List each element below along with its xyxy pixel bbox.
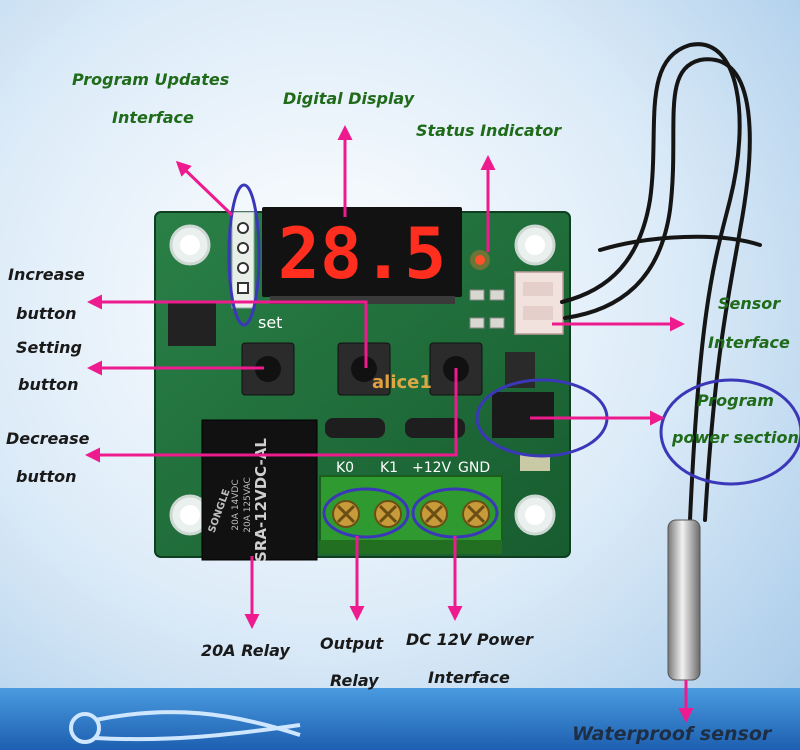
label-20a-relay: 20A Relay <box>201 641 290 660</box>
callout-arrows <box>85 125 694 723</box>
label-output-relay-1: Output <box>320 634 384 653</box>
label-setting-2: button <box>18 375 79 394</box>
label-sensor-2: Interface <box>708 333 790 352</box>
voltage-regulator <box>492 392 554 438</box>
program-header <box>231 211 255 309</box>
display-housing <box>262 207 462 297</box>
label-digital-display: Digital Display <box>283 89 415 108</box>
label-program-power-1: Program <box>697 391 774 410</box>
relay-rating-dc: 20A 14VDC <box>231 479 241 530</box>
pcb-board: 28.5 set <box>154 207 571 562</box>
status-led <box>475 255 485 265</box>
label-program-power-2: power section <box>672 428 799 447</box>
display-digits: 28.5 <box>278 213 447 295</box>
label-sensor-1: Sensor <box>718 294 781 313</box>
terminal-label-12v: +12V <box>412 460 452 476</box>
label-decrease-2: button <box>16 467 77 486</box>
label-decrease-1: Decrease <box>6 429 90 448</box>
terminal-block <box>319 475 503 554</box>
waterproof-probe <box>667 519 701 681</box>
label-increase-1: Increase <box>8 265 85 284</box>
label-setting-1: Setting <box>16 338 82 357</box>
label-program-updates-2: Interface <box>112 108 194 127</box>
label-program-updates-1: Program Updates <box>72 70 230 89</box>
set-label: set <box>258 313 282 332</box>
label-increase-2: button <box>16 304 77 323</box>
terminal-label-k0: K0 <box>336 460 354 476</box>
label-dc-power-1: DC 12V Power <box>406 630 534 649</box>
label-status-indicator: Status Indicator <box>416 121 562 140</box>
setting-button[interactable] <box>241 342 295 396</box>
scissors-icon <box>69 710 301 744</box>
relay-block: SRA-12VDC-AL 20A 14VDC 20A 125VAC SONGLE <box>201 419 318 562</box>
relay-model-text: SRA-12VDC-AL <box>252 438 270 562</box>
label-output-relay-2: Relay <box>330 671 379 690</box>
relay-rating-ac: 20A 125VAC <box>243 477 253 533</box>
terminal-label-k1: K1 <box>380 460 398 476</box>
label-waterproof-sensor: Waterproof sensor <box>572 723 772 745</box>
sensor-cable <box>560 42 762 522</box>
sensor-connector <box>514 271 564 335</box>
label-dc-power-2: Interface <box>428 668 510 687</box>
watermark-text: alice1 <box>372 372 432 393</box>
mcu-chip <box>168 302 216 346</box>
increase-button[interactable] <box>337 342 391 396</box>
terminal-label-gnd: GND <box>458 460 490 476</box>
